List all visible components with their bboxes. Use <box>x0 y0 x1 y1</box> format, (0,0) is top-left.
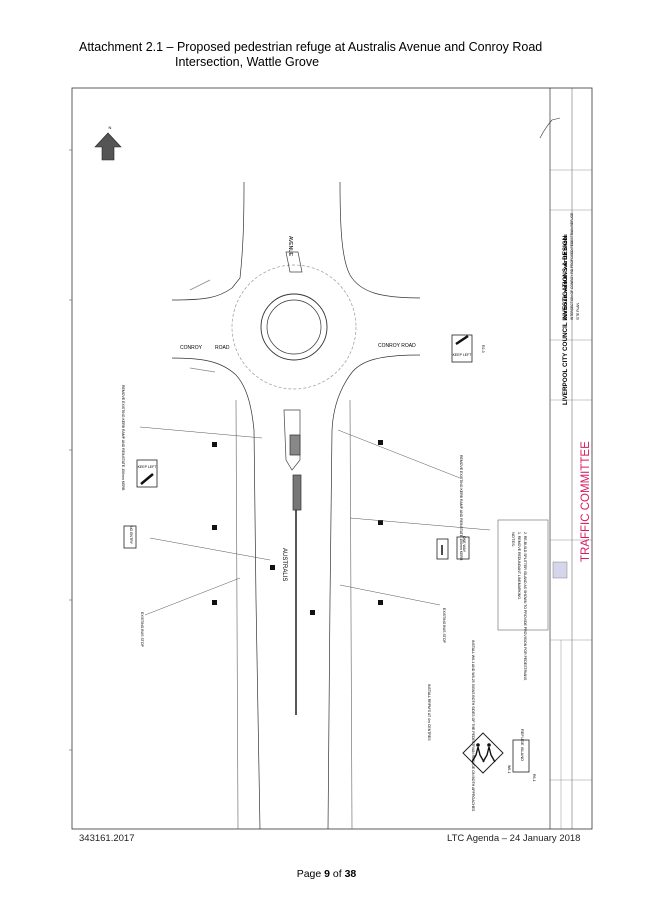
w6-code-label: W6-1 <box>507 765 511 773</box>
note-item: 2. RE-BUILD SPLITTER ISLAND AS SHOWN TO … <box>523 532 527 681</box>
street-label-conroy-right: CONROY ROAD <box>378 343 416 349</box>
install-signs-callout: INSTALL W6-1 AND W8-25 SIGNS BOTH SIDES … <box>471 640 475 812</box>
svg-text:ONE WAY: ONE WAY <box>462 536 466 553</box>
one-way-sign: ONE WAY <box>436 536 470 560</box>
road-geometry <box>171 181 421 830</box>
agenda-date: LTC Agenda – 24 January 2018 <box>447 833 581 844</box>
note-item: 1. REMOVE REDUNDANT LINEMARKING. <box>517 532 521 600</box>
council-name: LIVERPOOL CITY COUNCIL INVESTIGATIONS & … <box>562 235 569 405</box>
page-current: 9 <box>324 868 330 880</box>
refuge-island-sign: REFUGE ISLAND <box>512 729 530 773</box>
kerb-ramp-callout-left: REMOVE EXISTING KERB RAMP AND REINSTATE … <box>121 385 125 491</box>
street-label-australis: AUSTRALIS <box>281 548 287 581</box>
kerb-ramp-callout-right: REMOVE EXISTING KERB RAMP AND REINSTATE … <box>459 455 463 561</box>
no-entry-sign: NO ENTRY <box>123 525 137 549</box>
north-arrow-icon: N <box>94 125 122 161</box>
drawing-notes: NOTES: 1. REMOVE REDUNDANT LINEMARKING. … <box>511 532 527 681</box>
page-middle: of <box>330 868 345 880</box>
svg-text:NO ENTRY: NO ENTRY <box>129 526 133 545</box>
project-subtitle: INTERSECTION OF CONROY RD PROPOSED PEDES… <box>570 212 574 320</box>
svg-text:REFUGE ISLAND: REFUGE ISLAND <box>520 729 525 761</box>
project-title: AUSTRALIS AVENUE – WATTLE GROVE <box>563 234 568 320</box>
street-label-road-left: ROAD <box>215 345 230 351</box>
page-heading: Attachment 2.1 – Proposed pedestrian ref… <box>79 40 579 70</box>
svg-text:KEEP LEFT: KEEP LEFT <box>138 465 158 469</box>
document-reference: 343161.2017 <box>79 833 135 844</box>
heading-line-2: Intersection, Wattle Grove <box>175 55 320 69</box>
council-logo <box>552 561 568 579</box>
keep-left-sign-right: KEEP LEFT <box>451 334 473 363</box>
rrpm-callout: INSTALL RRPM'S AT 4m CENTRES <box>427 684 431 741</box>
bus-stop-callout-right: EXISTING BUS STOP <box>442 608 446 644</box>
title-block: LIVERPOOL CITY COUNCIL INVESTIGATIONS & … <box>539 88 592 829</box>
page-number: Page 9 of 38 <box>0 868 653 880</box>
page-prefix: Page <box>296 868 325 880</box>
pedestrian-warning-sign-icon <box>462 732 504 774</box>
r8-code-label: R6-1 <box>532 774 536 782</box>
svg-text:KEEP LEFT: KEEP LEFT <box>453 353 473 357</box>
sheet-name: SITE PLAN <box>576 303 580 320</box>
bus-stop-callout-left: EXISTING BUS STOP <box>140 612 144 648</box>
svg-text:N: N <box>109 125 112 130</box>
street-label-conroy-left: CONROY <box>180 345 203 351</box>
traffic-committee-stamp: TRAFFIC COMMITTEE <box>580 441 592 562</box>
notes-title: NOTES: <box>511 532 516 547</box>
street-label-avenue: AVENUE <box>287 236 293 257</box>
keep-left-sign-left: KEEP LEFT <box>136 459 158 488</box>
page-total: 38 <box>344 868 357 880</box>
heading-line-1: Attachment 2.1 – Proposed pedestrian ref… <box>79 40 543 54</box>
keep-left-code-label: R2-3 <box>481 345 485 353</box>
